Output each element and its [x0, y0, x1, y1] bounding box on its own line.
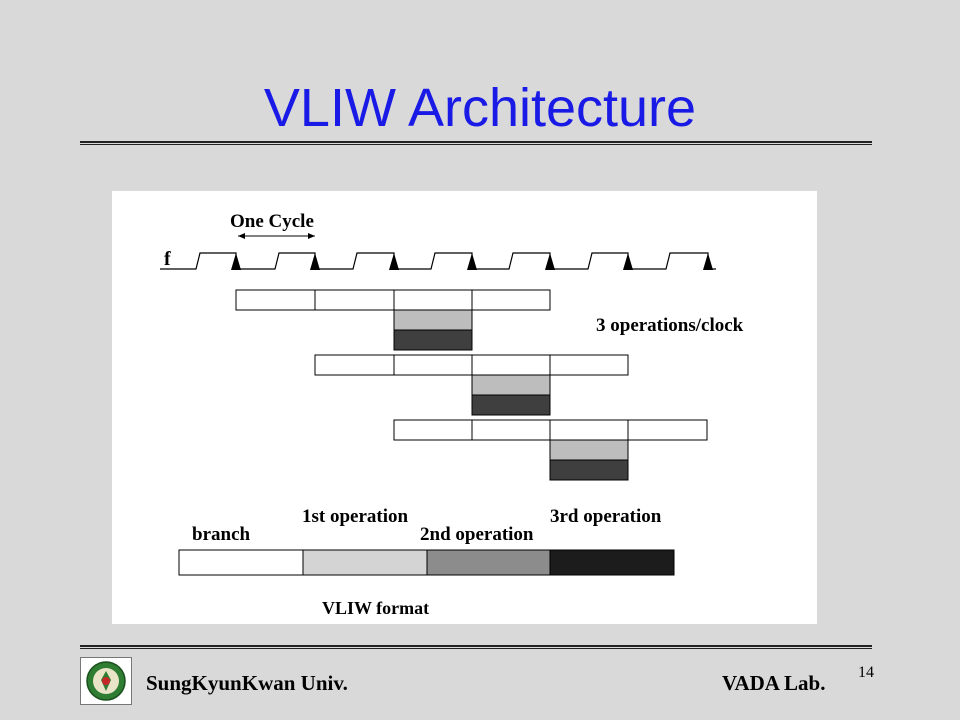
format-label-1st-operation: 1st operation [302, 506, 409, 527]
pipeline-stage [627, 419, 708, 441]
parallel-operation-3 [471, 394, 551, 416]
instruction-row-1 [235, 289, 551, 351]
vliw-instruction-word [178, 549, 675, 576]
clock-label: f [164, 248, 171, 270]
pipeline-stage [471, 354, 551, 376]
parallel-operation-2 [393, 309, 473, 331]
footer-university: SungKyunKwan Univ. [146, 671, 348, 695]
university-logo [80, 657, 132, 705]
instruction-row-3 [393, 419, 708, 481]
pipeline-stage [549, 354, 629, 376]
clock-edge-marker [231, 253, 241, 270]
clock-edge-marker [545, 253, 555, 270]
pipeline-stage [393, 354, 473, 376]
page-number: 14 [858, 664, 874, 681]
pipeline-stage [393, 289, 473, 311]
title-divider [80, 141, 872, 145]
footer-divider [80, 645, 872, 649]
format-label-2nd-operation: 2nd operation [420, 524, 534, 545]
pipeline-stage [471, 289, 551, 311]
parallel-operation-2 [471, 374, 551, 396]
clock-edge-marker [467, 253, 477, 270]
one-cycle-arrow [238, 233, 315, 239]
field-branch [178, 549, 304, 576]
pipeline-stage [235, 289, 316, 311]
pipeline-stage [471, 419, 551, 441]
slide-title: VLIW Architecture [263, 78, 697, 138]
pipeline-stage [314, 289, 395, 311]
pipeline-stage [314, 354, 395, 376]
clock-waveform [160, 252, 716, 270]
footer-lab: VADA Lab. [722, 671, 826, 695]
ops-per-clock-label: 3 operations/clock [596, 315, 744, 336]
vliw-diagram-svg: One Cycle f 3 op [160, 211, 744, 618]
parallel-operation-2 [549, 439, 629, 461]
pipeline-stage [549, 419, 629, 441]
parallel-operation-3 [549, 459, 629, 481]
clock-edge-marker [389, 253, 399, 270]
clock-edge-markers [231, 253, 713, 270]
field-3rd-operation [549, 549, 675, 576]
field-1st-operation [302, 549, 428, 576]
field-2nd-operation [426, 549, 551, 576]
format-label-branch: branch [192, 524, 251, 545]
parallel-operation-3 [393, 329, 473, 351]
clock-edge-marker [623, 253, 633, 270]
instruction-row-2 [314, 354, 629, 416]
vliw-diagram: One Cycle f 3 op [112, 191, 817, 624]
clock-edge-marker [703, 253, 713, 270]
pipeline-stage [393, 419, 473, 441]
clock-edge-marker [310, 253, 320, 270]
one-cycle-label: One Cycle [230, 211, 314, 232]
vliw-format-caption: VLIW format [322, 598, 429, 618]
format-label-3rd-operation: 3rd operation [550, 506, 662, 527]
emblem-icon [86, 661, 126, 701]
